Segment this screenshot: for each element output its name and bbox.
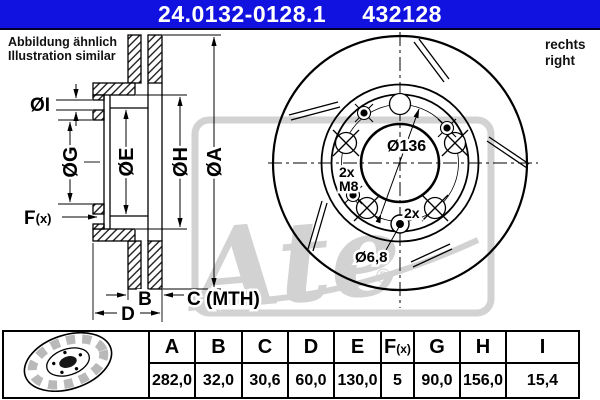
value-a: 282,0 — [148, 362, 196, 399]
watermark-registered-icon: ® — [376, 266, 391, 288]
dim-label-d: D — [121, 304, 135, 325]
col-header-d: D — [287, 329, 335, 365]
label-pin-qty: 2x — [404, 205, 420, 221]
col-header-c: C — [241, 329, 289, 365]
label-m8: M8 — [339, 178, 359, 194]
value-g: 90,0 — [413, 362, 461, 399]
dim-label-a: ØA — [204, 147, 226, 177]
dim-label-i: ØI — [30, 95, 50, 116]
note-illustration-similar: Abbildung ähnlich Illustration similar — [8, 35, 118, 63]
value-e: 130,0 — [333, 362, 382, 399]
col-header-i: I — [505, 329, 580, 365]
dim-label-c-mth: C (MTH) — [187, 289, 260, 310]
note-side-right: rechts right — [545, 37, 586, 68]
header-bar: 24.0132-0128.1 432128 — [0, 0, 600, 30]
technical-drawing: Ate ® — [22, 32, 538, 330]
lug-hole — [421, 194, 449, 222]
col-header-f: F(x) — [380, 329, 415, 365]
col-header-g: G — [413, 329, 461, 365]
m8-holes — [343, 103, 457, 205]
cross-section-view: ØI ØG ØE ØH ØA F(x) B C (MTH) D — [22, 34, 262, 328]
dim-label-e: ØE — [116, 148, 138, 177]
dim-label-h: ØH — [170, 147, 192, 177]
dim-label-f: F(x) — [24, 208, 52, 229]
col-header-b: B — [194, 329, 243, 365]
value-h: 156,0 — [459, 362, 507, 399]
lug-hole — [332, 129, 360, 157]
lug-hole — [388, 92, 412, 116]
value-f: 5 — [380, 362, 415, 399]
dim-label-b: B — [138, 289, 152, 310]
catalog-number: 432128 — [362, 0, 442, 27]
disc-slots — [288, 38, 530, 268]
col-header-e: E — [333, 329, 382, 365]
part-number: 24.0132-0128.1 — [158, 0, 327, 27]
disc-thumbnail-cell — [2, 330, 150, 399]
value-d: 60,0 — [287, 362, 335, 399]
value-i: 15,4 — [505, 362, 580, 399]
col-header-a: A — [148, 329, 196, 365]
label-pin-dia: Ø6,8 — [355, 249, 388, 266]
dim-label-g: ØG — [60, 146, 82, 177]
label-bolt-circle: Ø136 — [387, 138, 426, 155]
label-m8-qty: 2x — [339, 164, 355, 180]
brake-disc-thumbnail-icon — [23, 331, 113, 393]
value-c: 30,6 — [241, 362, 289, 399]
front-view: Ø136 2x M8 2x Ø6,8 — [268, 32, 538, 308]
col-header-h: H — [459, 329, 507, 365]
value-b: 32,0 — [194, 362, 243, 399]
dimension-table: A B C D E F(x) G H I 282,0 32,0 30,6 60,… — [2, 329, 580, 399]
